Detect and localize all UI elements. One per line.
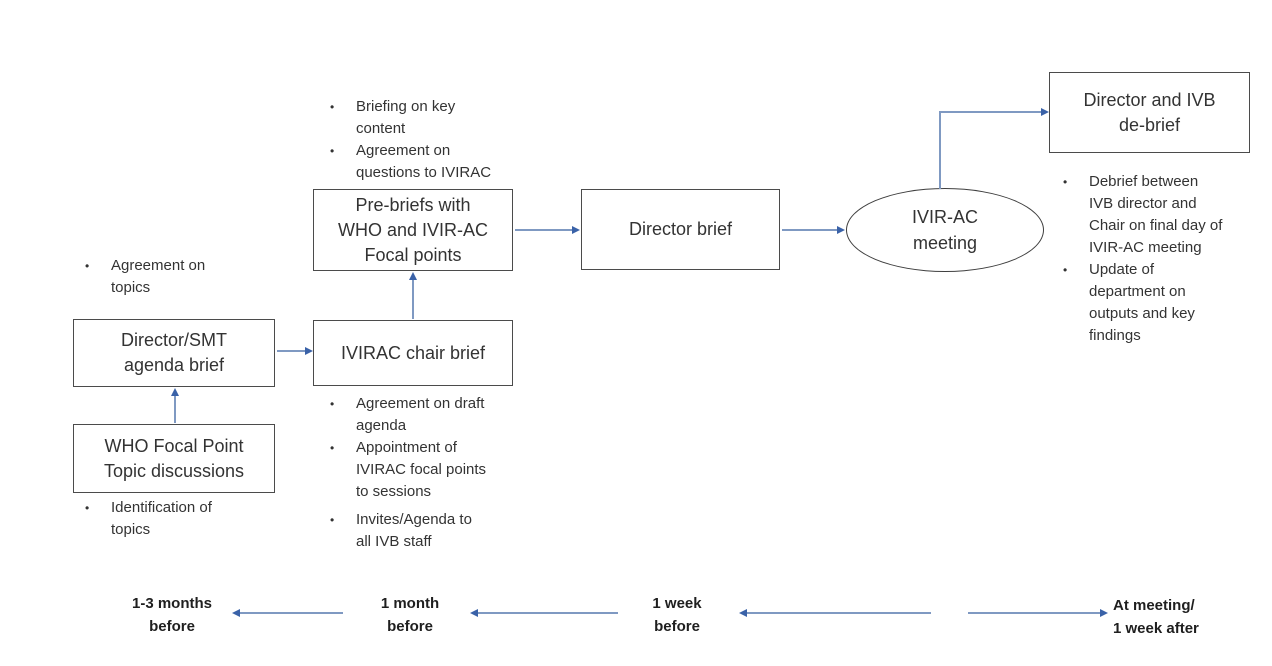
bullet-icon: • — [1063, 263, 1068, 277]
bullet-icon: • — [330, 441, 335, 455]
node-ivirac-chair-brief: IVIRAC chair brief — [313, 320, 513, 386]
bullet-item: • Debrief between IVB director and Chair… — [1063, 171, 1263, 259]
connector-line — [477, 612, 618, 614]
connector-line — [412, 279, 414, 319]
connector-line — [968, 612, 1101, 614]
node-label: Pre-briefs with WHO and IVIR-AC Focal po… — [337, 194, 489, 265]
timeline-label-1-month-before: 1 month before — [380, 595, 440, 635]
arrowhead-right-icon — [572, 225, 580, 234]
connector-line — [277, 350, 306, 352]
arrowhead-right-icon — [1041, 107, 1049, 116]
connector-meeting-to-debrief-vertical — [939, 113, 941, 189]
node-label: Director brief — [628, 219, 733, 239]
bullet-item: • Invites/Agenda to all IVB staff — [330, 509, 520, 553]
bullet-icon: • — [1063, 175, 1068, 189]
bullet-text: Agreement on draft agenda — [356, 395, 485, 434]
node-pre-briefs: Pre-briefs with WHO and IVIR-AC Focal po… — [313, 189, 513, 271]
timeline-label-at-meeting: At meeting/ 1 week after — [1113, 597, 1199, 637]
node-label: Director/SMT agenda brief — [120, 330, 227, 375]
arrowhead-right-icon — [837, 225, 845, 234]
connector-line — [239, 612, 343, 614]
bullet-item: • Appointment of IVIRAC focal points to … — [330, 437, 520, 503]
bullet-icon: • — [330, 100, 335, 114]
connector-prebriefs-to-director — [515, 225, 580, 235]
connector-line — [174, 395, 176, 423]
node-label: IVIRAC chair brief — [340, 342, 486, 363]
bullet-text: Agreement on topics — [111, 257, 206, 296]
timeline-label-1-3-months-before: 1-3 months before — [131, 595, 212, 635]
bullet-list-agenda-topics: • Agreement on topics — [85, 255, 250, 299]
bullet-item: • Agreement on questions to IVIRAC — [330, 140, 512, 184]
bullet-list-topic-identification: • Identification of topics — [85, 497, 260, 541]
node-director-smt-agenda-brief: Director/SMT agenda brief — [73, 319, 275, 387]
node-director-brief: Director brief — [581, 189, 780, 270]
connector-chair-to-prebriefs — [408, 272, 418, 319]
connector-smt-to-chair — [277, 346, 313, 356]
bullet-item: • Identification of topics — [85, 497, 260, 541]
node-who-focal-point: WHO Focal Point Topic discussions — [73, 424, 275, 493]
bullet-text: Agreement on questions to IVIRAC — [356, 142, 492, 181]
arrowhead-right-icon — [1100, 608, 1108, 617]
connector-meeting-to-debrief-horizontal — [939, 107, 1049, 117]
node-label: WHO Focal Point Topic discussions — [103, 435, 245, 481]
bullet-text: Briefing on key content — [356, 98, 456, 137]
bullet-item: • Update of department on outputs and ke… — [1063, 259, 1263, 347]
connector-who-to-smt — [170, 388, 180, 423]
bullet-text: Appointment of IVIRAC focal points to se… — [356, 439, 487, 500]
timeline-arrow-3 — [739, 608, 931, 618]
connector-line — [939, 111, 1042, 113]
bullet-icon: • — [330, 144, 335, 158]
bullet-item: • Agreement on topics — [85, 255, 250, 299]
bullet-text: Identification of topics — [111, 499, 212, 538]
bullet-icon: • — [85, 501, 90, 515]
bullet-text: Debrief between IVB director and Chair o… — [1089, 173, 1223, 256]
arrowhead-up-icon — [170, 388, 179, 396]
bullet-list-pre-briefs: • Briefing on key content • Agreement on… — [330, 96, 512, 184]
bullet-text: Update of department on outputs and key … — [1089, 261, 1195, 344]
bullet-icon: • — [85, 259, 90, 273]
arrowhead-left-icon — [232, 608, 240, 617]
node-label: IVIR-AC meeting — [911, 207, 978, 253]
connector-line — [746, 612, 931, 614]
timeline-arrow-4 — [968, 608, 1108, 618]
bullet-icon: • — [330, 513, 335, 527]
node-label: Director and IVB de-brief — [1083, 89, 1216, 135]
bullet-list-chair-brief: • Agreement on draft agenda • Appointmen… — [330, 393, 520, 553]
timeline-arrow-2 — [470, 608, 618, 618]
bullet-item: • Briefing on key content — [330, 96, 512, 140]
arrowhead-left-icon — [470, 608, 478, 617]
timeline-label-1-week-before: 1 week before — [652, 595, 702, 635]
bullet-list-debrief: • Debrief between IVB director and Chair… — [1063, 171, 1263, 347]
arrowhead-right-icon — [305, 346, 313, 355]
node-ivirac-meeting: IVIR-AC meeting — [846, 188, 1044, 272]
bullet-icon: • — [330, 397, 335, 411]
connector-director-to-meeting — [782, 225, 845, 235]
arrowhead-up-icon — [408, 272, 417, 280]
timeline-arrow-1 — [232, 608, 343, 618]
bullet-item: • Agreement on draft agenda — [330, 393, 520, 437]
bullet-text: Invites/Agenda to all IVB staff — [356, 511, 472, 550]
connector-line — [515, 229, 573, 231]
connector-line — [782, 229, 838, 231]
arrowhead-left-icon — [739, 608, 747, 617]
node-director-ivb-debrief: Director and IVB de-brief — [1049, 72, 1250, 153]
